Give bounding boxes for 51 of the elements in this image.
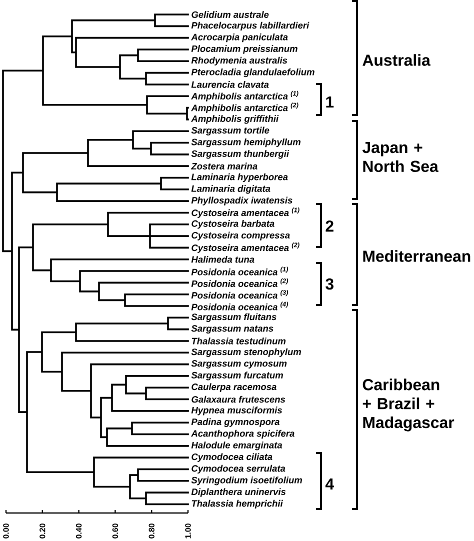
species-label: Acanthophora spicifera	[191, 430, 294, 439]
species-label: Laurencia clavata	[191, 81, 269, 88]
species-label: Sargassum thunbergii	[191, 150, 290, 159]
species-label: Sargassum furcatum	[191, 372, 283, 380]
species-label: Cystoseira amentacea $^{(1)}$	[192, 208, 300, 218]
species-label: Diplanthera uninervis	[191, 488, 286, 497]
species-label: Acrocarpia paniculata	[191, 34, 288, 42]
species-label: Sargassum cymosum	[191, 360, 287, 368]
species-label: Amphibolis griffithii	[191, 115, 279, 124]
group-number: 3	[326, 278, 334, 290]
species-label: Cymodocea serrulata	[192, 464, 286, 474]
species-label: Laminaria hyperborea	[191, 173, 288, 182]
species-label: Caulerpa racemosa	[192, 383, 276, 392]
species-label: Posidonia oceanica $^{(1)}$	[191, 266, 288, 276]
region-label: Australia	[362, 54, 430, 66]
species-label: Cymodocea ciliata	[192, 453, 272, 462]
species-label: Syringodium isoetifolium	[191, 476, 302, 486]
species-label: Pterocladia glandulaefolium	[191, 68, 314, 78]
species-label: Posidonia oceanica $^{(2)}$	[191, 278, 288, 287]
species-label: Plocamium preissianum	[191, 45, 298, 54]
species-label: Sargassum natans	[191, 325, 274, 334]
species-label: Thalassia testudinum	[192, 338, 286, 344]
species-label: Gelidium australe	[192, 11, 269, 18]
region-label: Caribbean + Brazil + Madagascar	[362, 378, 454, 432]
species-label: Sargassum fluitans	[191, 313, 276, 322]
species-label: Amphibolis antarctica $^{(2)}$	[191, 102, 298, 113]
species-label: Sargassum stenophylum	[191, 348, 301, 357]
species-label: Padina gymnospora	[191, 418, 280, 427]
species-label: Sargassum tortile	[191, 126, 270, 136]
species-label: Halimeda tuna	[191, 256, 254, 263]
species-label: Cystoseira barbata	[192, 220, 274, 229]
species-label: Amphibolis antarctica $^{(1)}$	[191, 90, 298, 102]
species-label: Phyllospadix iwatensis	[191, 196, 292, 206]
species-label: Posidonia oceanica $^{(3)}$	[191, 290, 288, 299]
species-label: Thalassia hemprichii	[192, 500, 283, 509]
species-label: Hypnea musciformis	[191, 406, 282, 416]
species-label: Cystoseira compressa	[192, 232, 290, 240]
region-label: Mediterranean	[363, 250, 470, 262]
group-number: 2	[326, 220, 334, 232]
species-label: Cystoseira amentacea $^{(2)}$	[192, 242, 300, 253]
species-label: Phacelocarpus labillardieri	[191, 22, 310, 30]
species-label: Laminaria digitata	[191, 185, 270, 194]
group-number: 1	[326, 96, 334, 108]
species-label: Posidonia oceanica $^{(4)}$	[191, 302, 288, 310]
species-label: Galaxaura frutescens	[192, 396, 286, 403]
region-label: Japan + North Sea	[362, 142, 438, 172]
species-label: Zostera marina	[190, 162, 258, 170]
species-label: Halodule emarginata	[191, 442, 282, 450]
species-label: Sargassum hemiphyllum	[191, 138, 300, 148]
species-label: Rhodymenia australis	[191, 56, 288, 66]
group-number: 4	[325, 478, 334, 490]
